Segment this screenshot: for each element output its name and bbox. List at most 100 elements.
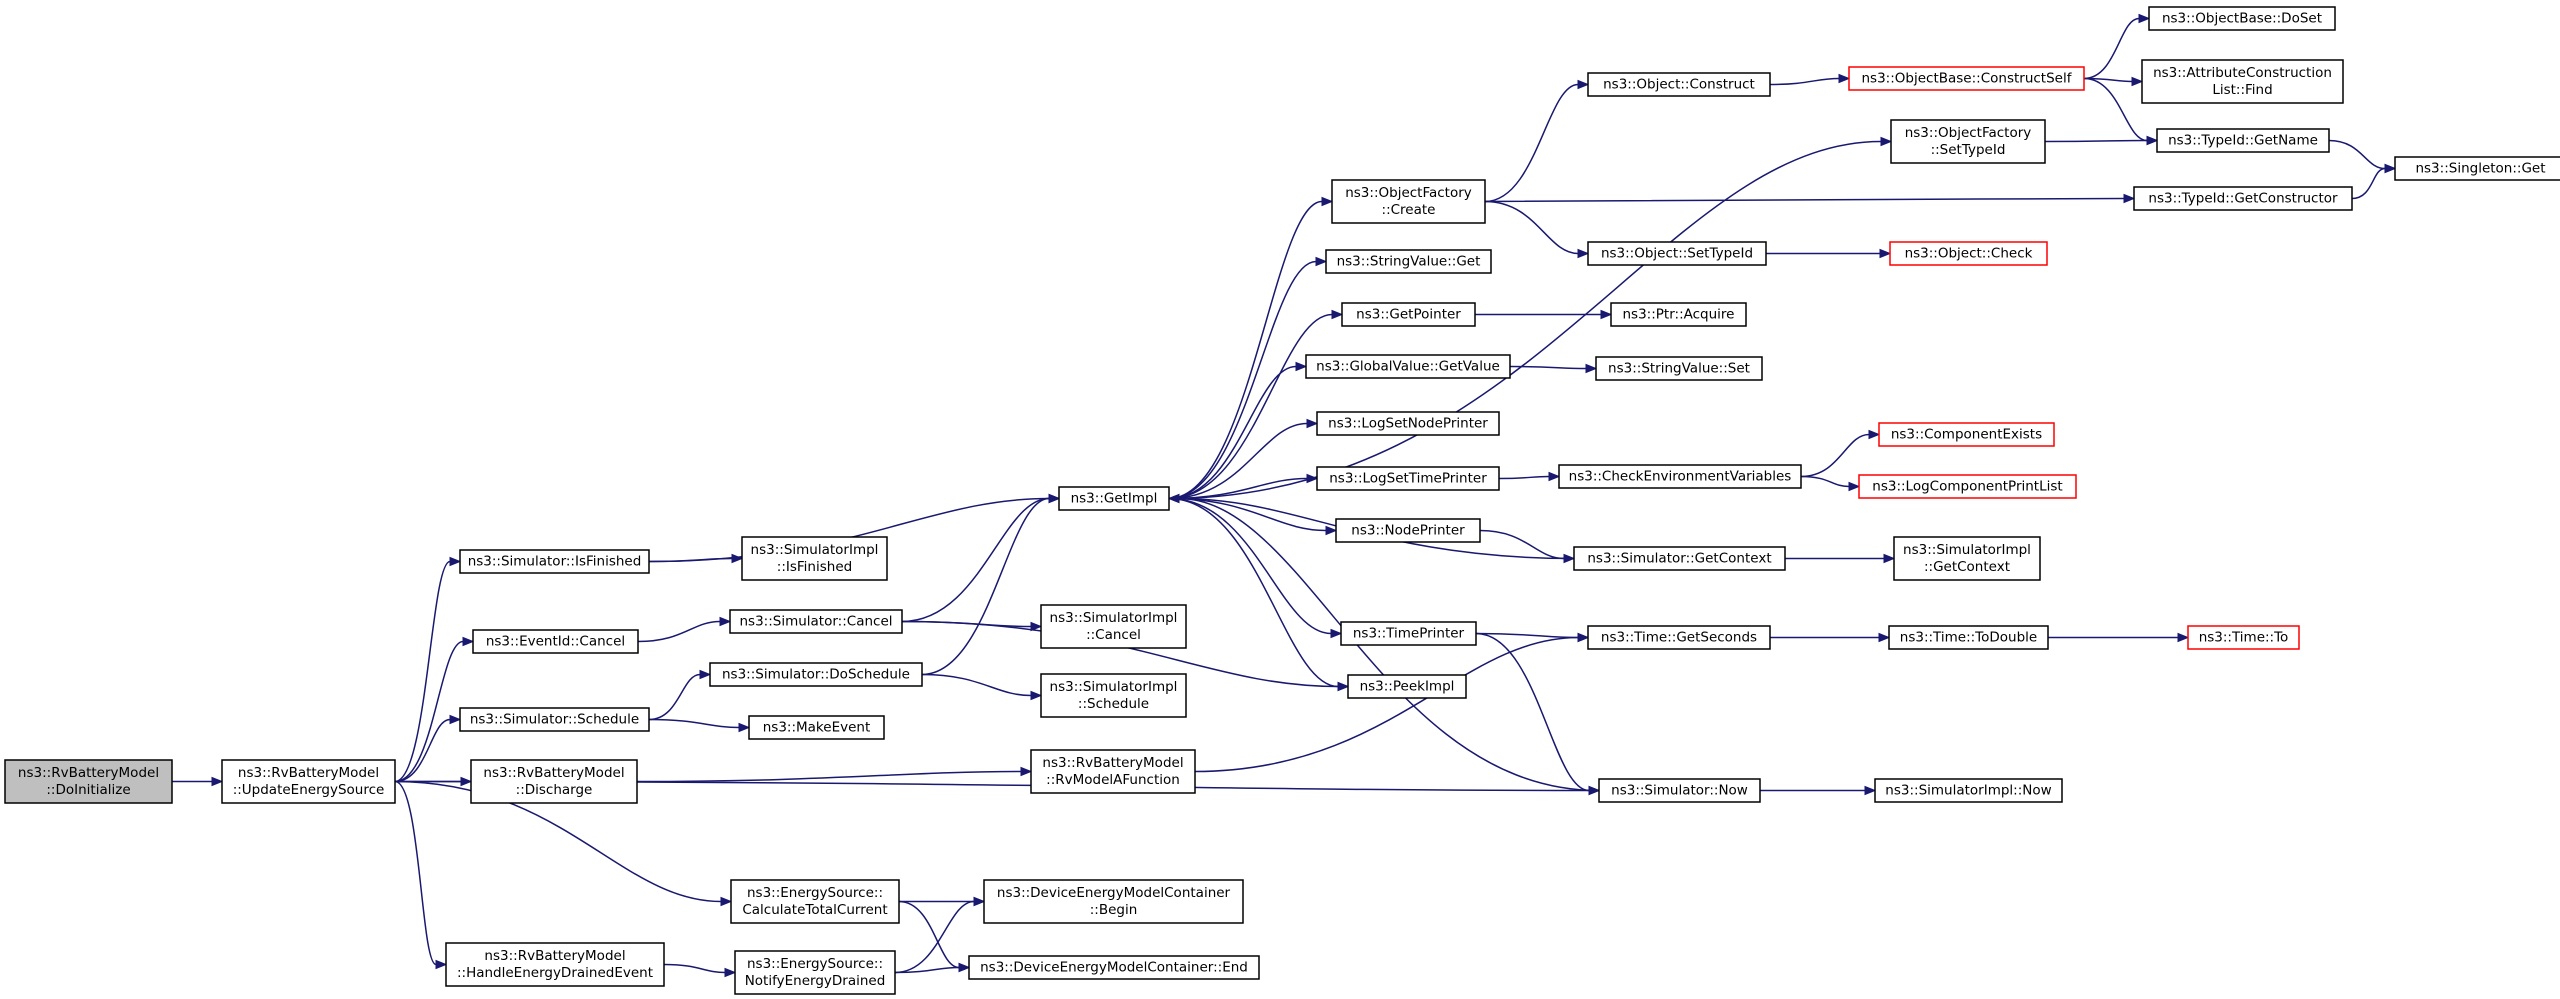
node-simnow[interactable]: ns3::Simulator::Now: [1598, 778, 1761, 803]
node-label: List::Find: [2212, 82, 2272, 98]
node-label: ns3::Simulator::GetContext: [1587, 551, 1771, 567]
node-simcancel[interactable]: ns3::Simulator::Cancel: [729, 609, 903, 634]
edge-checkenv-to-componentexists: [1800, 433, 1870, 478]
arrowhead-simschedule-to-makeevent: [738, 722, 751, 733]
node-componentexists[interactable]: ns3::ComponentExists: [1878, 422, 2055, 447]
node-makeevent[interactable]: ns3::MakeEvent: [748, 715, 885, 740]
node-box: [1874, 778, 2063, 803]
node-simimplnow[interactable]: ns3::SimulatorImpl::Now: [1874, 778, 2063, 803]
arrowhead-notifydrained-to-demcbegin: [973, 896, 986, 907]
arrowhead-simdoschedule-to-simimplschedule: [1030, 690, 1043, 701]
arrowhead-checkenv-to-componentexists: [1868, 429, 1881, 440]
edge-notifydrained-to-demcbegin: [894, 900, 975, 974]
node-checkenv[interactable]: ns3::CheckEnvironmentVariables: [1558, 464, 1802, 489]
node-ptracquire[interactable]: ns3::Ptr::Acquire: [1610, 302, 1747, 327]
node-peekimpl[interactable]: ns3::PeekImpl: [1347, 674, 1467, 699]
node-box: [459, 707, 650, 732]
node-eventcancel[interactable]: ns3::EventId::Cancel: [472, 629, 639, 654]
node-box: [734, 950, 896, 995]
node-calctotal[interactable]: ns3::EnergySource::CalculateTotalCurrent: [730, 879, 900, 924]
node-logsettime[interactable]: ns3::LogSetTimePrinter: [1316, 466, 1500, 491]
node-box: [983, 879, 1244, 924]
node-ofcreate[interactable]: ns3::ObjectFactory::Create: [1331, 179, 1486, 224]
node-gvgetvalue[interactable]: ns3::GlobalValue::GetValue: [1305, 354, 1511, 379]
edge-obconstructself-to-obdoset: [2083, 17, 2140, 80]
node-simimplgetcontext[interactable]: ns3::SimulatorImpl::GetContext: [1893, 536, 2041, 581]
edge-getimpl-to-logsettime: [1168, 477, 1308, 500]
node-logcomponentprint[interactable]: ns3::LogComponentPrintList: [1858, 474, 2077, 499]
node-label: ns3::LogComponentPrintList: [1872, 479, 2062, 495]
node-objcheck[interactable]: ns3::Object::Check: [1889, 241, 2048, 266]
node-typeidgetctor[interactable]: ns3::TypeId::GetConstructor: [2133, 186, 2353, 211]
node-label: ::DoInitialize: [46, 782, 130, 798]
node-box: [1893, 536, 2041, 581]
node-timeprinter[interactable]: ns3::TimePrinter: [1340, 621, 1477, 646]
node-singletonget[interactable]: ns3::Singleton::Get: [2394, 156, 2560, 181]
node-ofsettypeid[interactable]: ns3::ObjectFactory::SetTypeId: [1890, 119, 2046, 164]
node-nodeprinter[interactable]: ns3::NodePrinter: [1335, 518, 1481, 543]
node-getimpl[interactable]: ns3::GetImpl: [1058, 486, 1170, 511]
node-box: [472, 629, 639, 654]
arrowhead-timetodouble-to-timeto: [2177, 632, 2190, 643]
node-box: [1598, 778, 1761, 803]
node-label: ns3::LogSetNodePrinter: [1328, 416, 1488, 432]
edge-checkenv-to-logcomponentprint: [1800, 475, 1850, 488]
node-timegetseconds[interactable]: ns3::Time::GetSeconds: [1587, 625, 1771, 650]
node-discharge[interactable]: ns3::RvBatteryModel::Discharge: [470, 759, 638, 804]
edge-typeidgetname-to-singletonget: [2328, 139, 2386, 170]
arrowhead-getimpl-to-logsettime: [1306, 473, 1319, 484]
node-simimplschedule[interactable]: ns3::SimulatorImpl::Schedule: [1040, 673, 1187, 718]
node-objconstruct[interactable]: ns3::Object::Construct: [1587, 72, 1771, 97]
edge-obconstructself-to-typeidgetname: [2083, 77, 2148, 142]
edge-getimpl-to-gvgetvalue: [1168, 365, 1297, 500]
node-demcbegin[interactable]: ns3::DeviceEnergyModelContainer::Begin: [983, 879, 1244, 924]
node-typeidgetname[interactable]: ns3::TypeId::GetName: [2156, 128, 2330, 153]
arrowhead-objsettypeid-to-objcheck: [1879, 248, 1892, 259]
node-box: [2156, 128, 2330, 153]
edge-simdoschedule-to-getimpl: [921, 497, 1050, 676]
node-label: ns3::Time::ToDouble: [1900, 630, 2037, 646]
edge-ues-to-eventcancel: [394, 640, 464, 783]
arrowhead-isfinished-to-simimplisfinished: [731, 553, 744, 564]
edge-nodeprinter-to-simgetcontext: [1479, 529, 1565, 560]
edge-simschedule-to-makeevent: [648, 718, 740, 729]
node-box: [748, 715, 885, 740]
arrowhead-ues-to-eventcancel: [462, 636, 475, 647]
node-getpointer[interactable]: ns3::GetPointer: [1341, 302, 1476, 327]
node-simimplisfinished[interactable]: ns3::SimulatorImpl::IsFinished: [741, 536, 888, 581]
node-objsettypeid[interactable]: ns3::Object::SetTypeId: [1587, 241, 1767, 266]
node-notifydrained[interactable]: ns3::EnergySource::NotifyEnergyDrained: [734, 950, 896, 995]
node-simdoschedule[interactable]: ns3::Simulator::DoSchedule: [709, 662, 923, 687]
node-simschedule[interactable]: ns3::Simulator::Schedule: [459, 707, 650, 732]
arrowhead-getimpl-to-ofsettypeid: [1880, 136, 1893, 147]
node-rvmodela[interactable]: ns3::RvBatteryModel::RvModelAFunction: [1030, 749, 1196, 794]
node-timetodouble[interactable]: ns3::Time::ToDouble: [1888, 625, 2049, 650]
node-label: ns3::RvBatteryModel: [483, 765, 624, 781]
node-doinit[interactable]: ns3::RvBatteryModel::DoInitialize: [4, 759, 173, 804]
node-label: ns3::ObjectBase::ConstructSelf: [1862, 71, 2073, 87]
node-timeto[interactable]: ns3::Time::To: [2187, 625, 2300, 650]
node-label: ns3::DeviceEnergyModelContainer: [997, 885, 1231, 901]
arrowhead-notifydrained-to-demcend: [958, 962, 971, 973]
node-obconstructself[interactable]: ns3::ObjectBase::ConstructSelf: [1848, 66, 2085, 91]
node-label: ns3::Simulator::DoSchedule: [722, 667, 910, 683]
node-demcend[interactable]: ns3::DeviceEnergyModelContainer::End: [968, 955, 1260, 980]
node-box: [2394, 156, 2560, 181]
node-ues[interactable]: ns3::RvBatteryModel::UpdateEnergySource: [221, 759, 396, 804]
node-stringvalueget[interactable]: ns3::StringValue::Get: [1325, 249, 1492, 274]
node-simgetcontext[interactable]: ns3::Simulator::GetContext: [1573, 546, 1786, 571]
node-simimplcancel[interactable]: ns3::SimulatorImpl::Cancel: [1040, 604, 1187, 649]
node-label: ns3::GetImpl: [1071, 491, 1158, 507]
node-stringvalueset[interactable]: ns3::StringValue::Set: [1595, 356, 1763, 381]
edge-getimpl-to-getpointer: [1168, 313, 1333, 500]
node-box: [1587, 241, 1767, 266]
node-box: [741, 536, 888, 581]
node-handledrained[interactable]: ns3::RvBatteryModel::HandleEnergyDrained…: [445, 942, 665, 987]
node-obdoset[interactable]: ns3::ObjectBase::DoSet: [2148, 6, 2336, 31]
node-isfinished[interactable]: ns3::Simulator::IsFinished: [459, 549, 650, 574]
node-box: [1610, 302, 1747, 327]
node-logsetnode[interactable]: ns3::LogSetNodePrinter: [1316, 411, 1500, 436]
node-box: [459, 549, 650, 574]
node-label: ns3::SimulatorImpl::Now: [1885, 783, 2051, 799]
